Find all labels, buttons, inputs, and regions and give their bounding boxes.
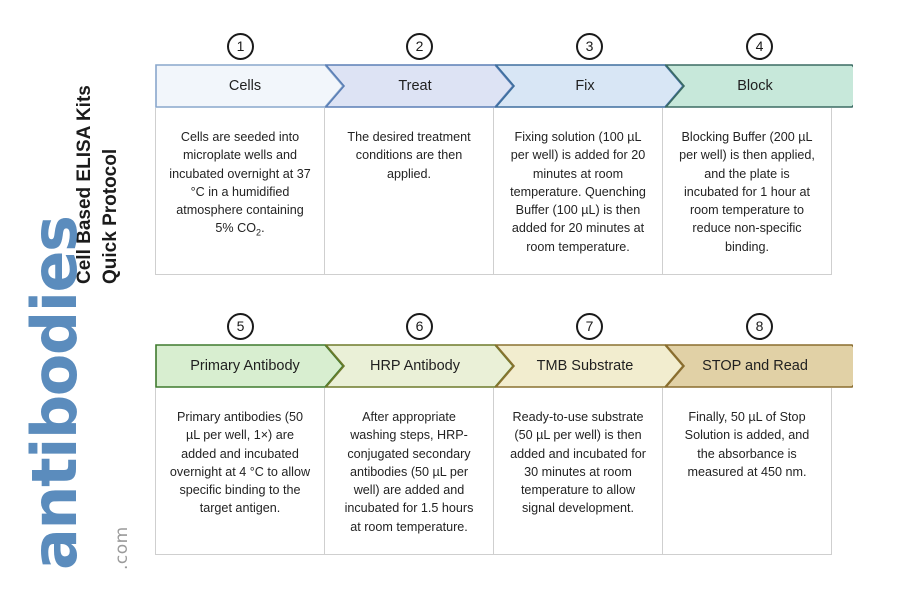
brand-tld: .com: [112, 526, 132, 570]
step-number-strip: 5 6 7 8: [155, 310, 835, 344]
step-description-text: Ready-to-use substrate (50 µL per well) …: [510, 410, 646, 516]
step-banner[interactable]: TMB Substrate: [495, 344, 683, 388]
step-description-text: Blocking Buffer (200 µL per well) is the…: [679, 130, 815, 254]
step-description-cell: The desired treatment conditions are the…: [324, 108, 494, 275]
step-description-strip: Cells are seeded into microplate wells a…: [155, 108, 835, 275]
step-description-cell: Finally, 50 µL of Stop Solution is added…: [662, 388, 832, 555]
step-description-cell: Cells are seeded into microplate wells a…: [155, 108, 325, 275]
step-number-badge: 7: [576, 313, 603, 340]
step-description-cell: Fixing solution (100 µL per well) is add…: [493, 108, 663, 275]
step-description-text: Finally, 50 µL of Stop Solution is added…: [684, 410, 810, 479]
step-description-strip: Primary antibodies (50 µL per well, 1×) …: [155, 388, 835, 555]
step-description-cell: After appropriate washing steps, HRP-con…: [324, 388, 494, 555]
step-banner[interactable]: Cells: [155, 64, 343, 108]
step-number-badge: 2: [406, 33, 433, 60]
step-banner[interactable]: STOP and Read: [665, 344, 853, 388]
step-banner[interactable]: Treat: [325, 64, 513, 108]
step-description-cell: Blocking Buffer (200 µL per well) is the…: [662, 108, 832, 275]
step-description-text: After appropriate washing steps, HRP-con…: [344, 410, 474, 534]
step-description-text: Cells are seeded into microplate wells a…: [169, 130, 311, 238]
step-banner[interactable]: HRP Antibody: [325, 344, 513, 388]
page-title-line-2: Quick Protocol: [100, 148, 121, 284]
step-number-strip: 1 2 3 4: [155, 30, 835, 64]
step-banner[interactable]: Primary Antibody: [155, 344, 343, 388]
step-number-badge: 3: [576, 33, 603, 60]
step-description-cell: Ready-to-use substrate (50 µL per well) …: [493, 388, 663, 555]
step-description-text: Fixing solution (100 µL per well) is add…: [510, 130, 646, 254]
step-number-badge: 8: [746, 313, 773, 340]
step-description-text: The desired treatment conditions are the…: [347, 130, 471, 181]
step-number-badge: 1: [227, 33, 254, 60]
brand-name: antibodies: [18, 216, 91, 570]
brand-logo: antibodies .com: [0, 217, 150, 590]
step-banner[interactable]: Block: [665, 64, 853, 108]
step-number-badge: 5: [227, 313, 254, 340]
step-description-cell: Primary antibodies (50 µL per well, 1×) …: [155, 388, 325, 555]
step-number-badge: 4: [746, 33, 773, 60]
step-description-text: Primary antibodies (50 µL per well, 1×) …: [169, 410, 311, 516]
step-banner[interactable]: Fix: [495, 64, 683, 108]
step-number-badge: 6: [406, 313, 433, 340]
